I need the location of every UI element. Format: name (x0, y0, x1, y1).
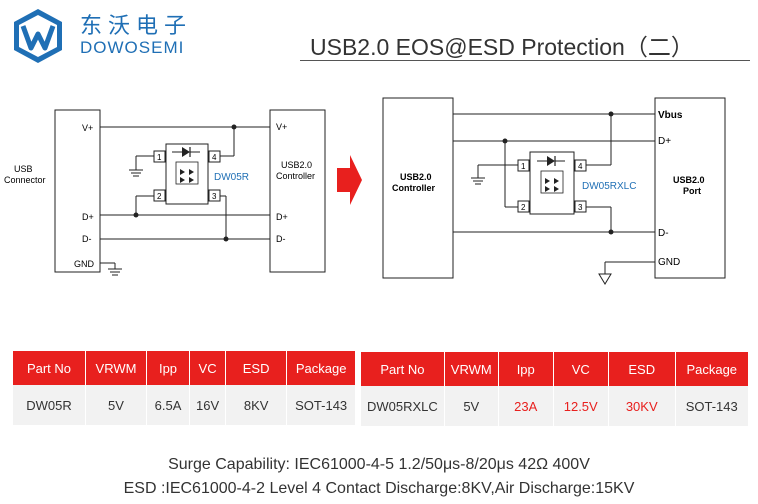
title-underline (300, 60, 750, 61)
page-title: USB2.0 EOS@ESD Protection（二） (310, 34, 694, 60)
table-header: Ipp (498, 352, 554, 386)
table-header: Package (286, 351, 357, 385)
table-header: ESD (608, 352, 676, 386)
brand-name-cn: 东沃电子 (80, 14, 193, 39)
controller-pin-dminus: D- (276, 234, 286, 244)
table-cell: 8KV (225, 385, 288, 425)
table-header: VC (553, 352, 609, 386)
table-cell: 23A (498, 386, 554, 426)
controller-pin-vplus: V+ (276, 122, 287, 132)
chip-left-pin-4: 4 (212, 153, 217, 162)
table-cell: DW05R (13, 385, 86, 425)
table-cell: DW05RXLC (361, 386, 445, 426)
table-cell: 6.5A (146, 385, 190, 425)
chip-right-pin-2: 2 (521, 203, 526, 212)
table-header: Part No (13, 351, 86, 385)
table-header: VRWM (85, 351, 147, 385)
port-pin-gnd: GND (658, 257, 680, 268)
chip-right-pin-1: 1 (521, 162, 526, 171)
table-cell: 5V (85, 385, 147, 425)
table-header: Package (675, 352, 749, 386)
chip-left-pin-2: 2 (157, 192, 162, 201)
table-cell: 16V (189, 385, 227, 425)
chip-right-pin-3: 3 (578, 203, 583, 212)
spec-table-right: Part No VRWM Ipp VC ESD Package DW05RXLC… (361, 352, 749, 426)
spec-table-left: Part No VRWM Ipp VC ESD Package DW05R 5V… (13, 351, 357, 425)
table-cell: 30KV (608, 386, 676, 426)
chip-right-pin-4: 4 (578, 162, 583, 171)
controller-pin-dplus: D+ (276, 212, 288, 222)
brand-name-en: DOWOSEMI (80, 38, 185, 57)
chip-left-label: DW05R (214, 172, 249, 183)
table-cell: 5V (444, 386, 499, 426)
table-header: ESD (225, 351, 288, 385)
connector-pin-vplus: V+ (82, 123, 93, 133)
surge-capability-text: Surge Capability: IEC61000-4-5 1.2/50μs-… (168, 456, 590, 473)
port-pin-vbus: Vbus (658, 110, 683, 121)
table-cell: 12.5V (553, 386, 609, 426)
table-header: VRWM (444, 352, 499, 386)
table-header: Ipp (146, 351, 190, 385)
connector-pin-gnd: GND (74, 259, 95, 269)
arrow-icon (337, 155, 362, 205)
chip-left-pin-1: 1 (157, 153, 162, 162)
table-header: VC (189, 351, 227, 385)
table-header: Part No (361, 352, 445, 386)
connector-pin-dminus: D- (82, 234, 92, 244)
table-cell: SOT-143 (675, 386, 749, 426)
table-cell: SOT-143 (286, 385, 357, 425)
connector-pin-dplus: D+ (82, 212, 94, 222)
dowosemi-logo (14, 9, 62, 63)
esd-spec-text: ESD :IEC61000-4-2 Level 4 Contact Discha… (123, 480, 635, 497)
port-pin-dminus: D- (658, 228, 669, 239)
port-pin-dplus: D+ (658, 136, 671, 147)
chip-right-label: DW05RXLC (582, 181, 636, 192)
chip-left-pin-3: 3 (212, 192, 217, 201)
